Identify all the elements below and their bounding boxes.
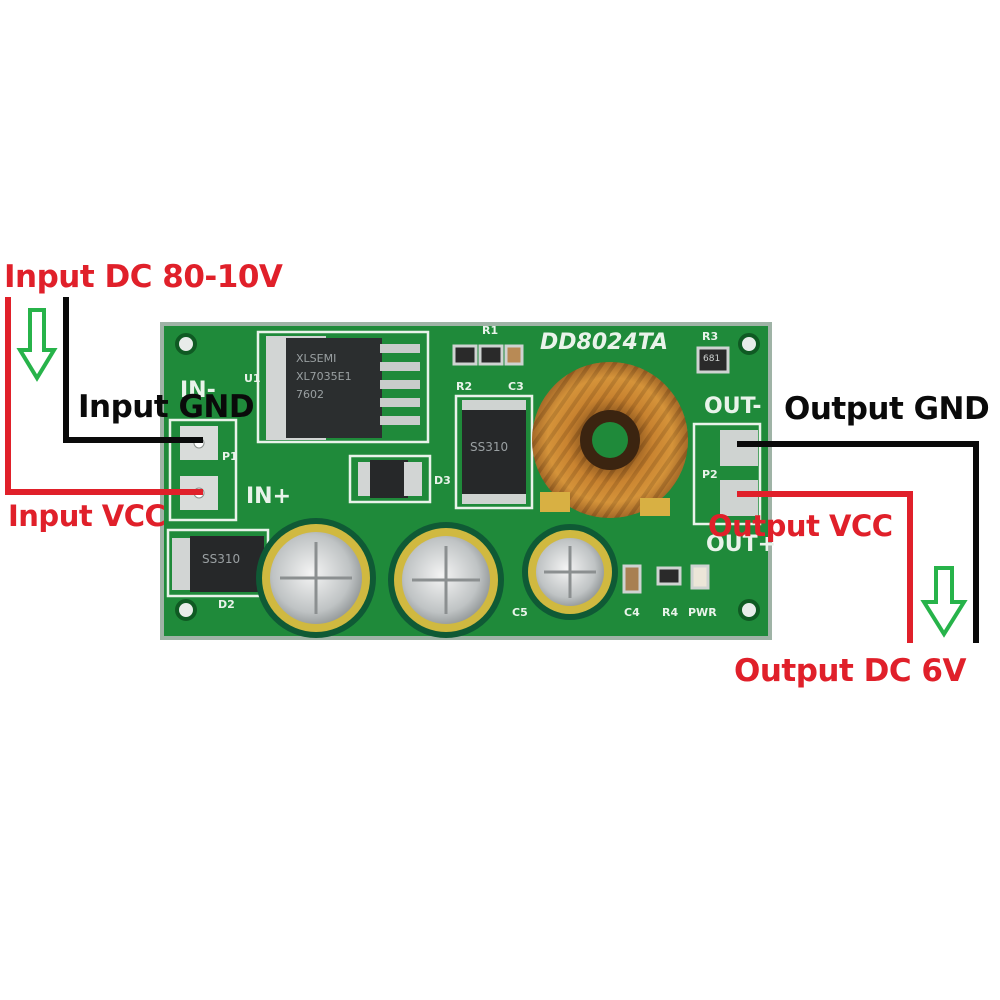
input-down-arrow-icon [16,308,58,382]
output-dc-label: Output DC 6V [734,653,966,689]
capacitor-c5 [522,524,618,620]
diode-d2 [172,536,264,592]
input-gnd-label: Input GND [78,389,255,425]
silkscreen-r1: R1 [482,324,499,337]
resistor-marking: 681 [703,354,721,364]
silkscreen-c5: C5 [512,606,528,619]
chip-marking-line-1: XLSEMI [296,352,337,365]
mounting-holes [175,333,760,621]
chip-marking-line-3: 7602 [296,388,324,401]
silkscreen-out-minus: OUT- [704,394,762,419]
silkscreen-out-plus: OUT+ [706,532,777,557]
output-vcc-label: Output VCC [708,509,893,543]
silkscreen-outlines [166,330,762,598]
capacitor-1 [256,518,376,638]
diode-d3 [358,460,422,498]
toroid-inductor [532,362,688,518]
chip-marking-line-2: XL7035E1 [296,370,352,383]
input-dc-label: Input DC 80-10V [4,259,283,295]
wires [5,297,979,643]
silkscreen-c3: C3 [508,380,524,393]
silkscreen-c4: C4 [624,606,640,619]
silkscreen-r4: R4 [662,606,679,619]
regulator-chip-u1 [266,336,420,440]
output-gnd-wire [737,441,979,643]
input-gnd-wire [63,297,203,443]
board-model-label: DD8024TA [540,330,669,355]
output-gnd-label: Output GND [784,391,990,427]
silkscreen-p2: P2 [702,468,718,481]
silkscreen-d3: D3 [434,474,451,487]
input-vcc-label: Input VCC [8,499,166,533]
terminal-p2 [720,430,758,516]
silkscreen-u1: U1 [244,372,261,385]
smd-resistors [452,344,730,594]
silkscreen-r3: R3 [702,330,719,343]
silkscreen-p1: P1 [222,450,238,463]
diode-marking: SS310 [470,440,509,454]
silkscreen-pwr: PWR [688,606,717,619]
silkscreen-d2: D2 [218,598,235,611]
diode-d2-marking: SS310 [202,552,241,566]
input-vcc-wire [5,297,203,495]
output-vcc-wire [737,491,913,643]
output-down-arrow-icon [920,566,968,638]
silkscreen-r2: R2 [456,380,473,393]
capacitor-2 [388,522,504,638]
silkscreen-in-minus: IN- [180,378,216,403]
diode-ss310 [462,400,526,504]
silkscreen-in-plus: IN+ [246,484,292,509]
